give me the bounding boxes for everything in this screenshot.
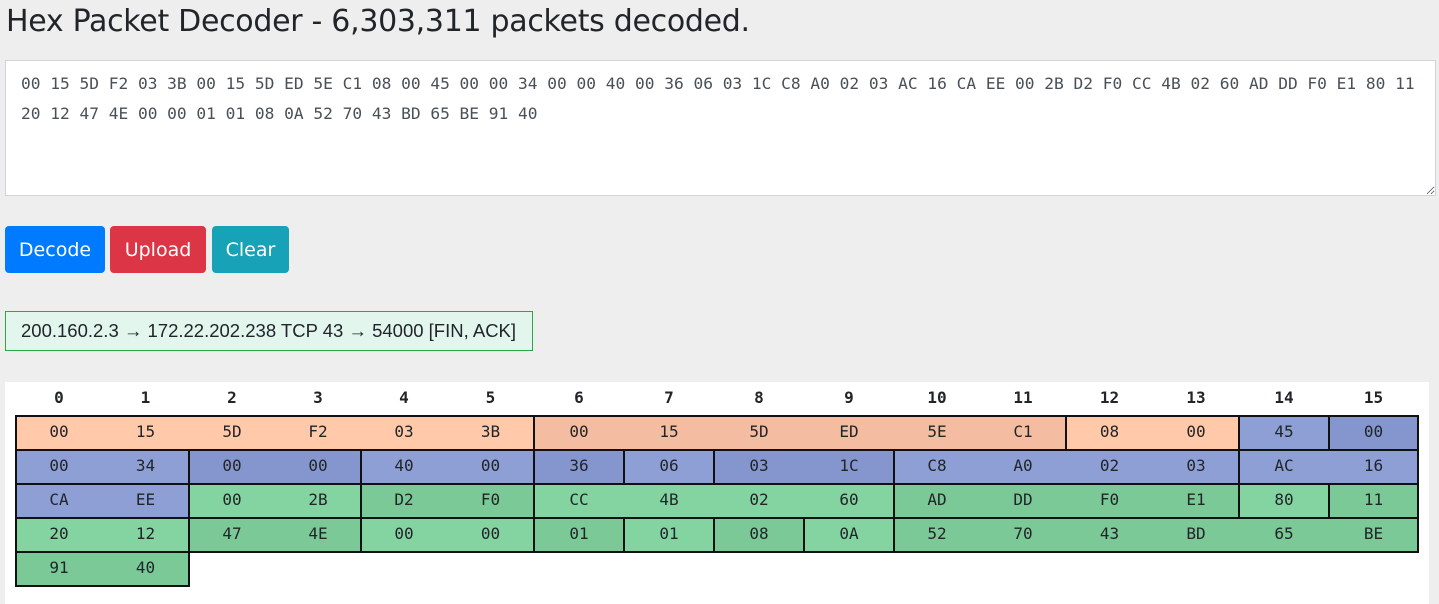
hex-input[interactable]: 00 15 5D F2 03 3B 00 15 5D ED 5E C1 08 0… bbox=[5, 60, 1436, 196]
column-header: 1 bbox=[140, 388, 151, 407]
hex-byte-cell[interactable]: C1 bbox=[980, 416, 1066, 450]
hex-byte-cell[interactable]: 91 bbox=[16, 552, 102, 586]
column-header: 12 bbox=[1099, 388, 1120, 407]
hex-byte-cell[interactable]: F0 bbox=[1066, 484, 1153, 518]
hex-byte-cell[interactable]: 16 bbox=[1329, 450, 1418, 484]
hex-byte-cell[interactable]: BD bbox=[1153, 518, 1239, 552]
hex-byte-cell[interactable]: E1 bbox=[1153, 484, 1239, 518]
hex-byte-cell[interactable]: 15 bbox=[624, 416, 714, 450]
hex-byte-cell[interactable]: 0A bbox=[804, 518, 894, 552]
hex-byte-cell[interactable]: 00 bbox=[16, 416, 102, 450]
hex-byte-cell[interactable]: AC bbox=[1239, 450, 1329, 484]
column-header: 5 bbox=[485, 388, 496, 407]
hex-byte-cell[interactable]: 5D bbox=[189, 416, 275, 450]
hex-byte-cell[interactable]: F0 bbox=[447, 484, 534, 518]
decode-button[interactable]: Decode bbox=[5, 226, 105, 273]
page-title: Hex Packet Decoder - 6,303,311 packets d… bbox=[6, 4, 750, 39]
hex-byte-cell[interactable]: 00 bbox=[534, 416, 624, 450]
hex-byte-cell[interactable]: 00 bbox=[189, 484, 275, 518]
hex-byte-cell[interactable]: 00 bbox=[1329, 416, 1418, 450]
hex-byte-cell[interactable]: 00 bbox=[361, 518, 447, 552]
column-header: 13 bbox=[1186, 388, 1206, 407]
hex-byte-cell[interactable]: 20 bbox=[16, 518, 102, 552]
hex-byte-cell[interactable]: 40 bbox=[361, 450, 447, 484]
hex-byte-cell[interactable]: 03 bbox=[361, 416, 447, 450]
hex-byte-cell[interactable]: 06 bbox=[624, 450, 714, 484]
column-header: 0 bbox=[54, 388, 64, 407]
hex-byte-cell[interactable]: 02 bbox=[1066, 450, 1153, 484]
column-header: 4 bbox=[399, 388, 409, 407]
hex-byte-cell[interactable]: 00 bbox=[447, 518, 534, 552]
upload-button[interactable]: Upload bbox=[110, 226, 206, 273]
hex-byte-cell[interactable]: D2 bbox=[361, 484, 447, 518]
hex-byte-cell[interactable]: 5D bbox=[714, 416, 804, 450]
hex-byte-cell[interactable]: 00 bbox=[1153, 416, 1239, 450]
hex-byte-cell[interactable]: BE bbox=[1329, 518, 1418, 552]
hex-byte-cell[interactable]: 43 bbox=[1066, 518, 1153, 552]
hex-byte-cell[interactable]: EE bbox=[102, 484, 189, 518]
hex-byte-cell[interactable]: 01 bbox=[534, 518, 624, 552]
hex-byte-cell[interactable]: 4E bbox=[275, 518, 361, 552]
hex-byte-cell[interactable]: ED bbox=[804, 416, 894, 450]
column-header: 11 bbox=[1013, 388, 1033, 407]
hex-byte-cell[interactable]: 36 bbox=[534, 450, 624, 484]
hex-byte-cell[interactable]: 40 bbox=[102, 552, 189, 586]
hex-byte-cell[interactable]: 15 bbox=[102, 416, 189, 450]
hex-byte-cell[interactable]: F2 bbox=[275, 416, 361, 450]
hex-byte-cell[interactable]: 70 bbox=[980, 518, 1066, 552]
clear-button[interactable]: Clear bbox=[212, 226, 289, 273]
hex-byte-cell[interactable]: 08 bbox=[714, 518, 804, 552]
hex-byte-cell[interactable]: 00 bbox=[16, 450, 102, 484]
hex-byte-cell[interactable]: CC bbox=[534, 484, 624, 518]
packet-summary: 200.160.2.3 → 172.22.202.238 TCP 43 → 54… bbox=[5, 311, 533, 351]
hex-byte-cell[interactable]: 60 bbox=[804, 484, 894, 518]
hex-byte-cell[interactable]: 00 bbox=[275, 450, 361, 484]
hex-byte-cell[interactable]: 45 bbox=[1239, 416, 1329, 450]
hex-byte-cell[interactable]: 00 bbox=[189, 450, 275, 484]
hex-byte-cell[interactable]: 01 bbox=[624, 518, 714, 552]
hex-byte-cell[interactable]: 08 bbox=[1066, 416, 1153, 450]
column-header: 14 bbox=[1274, 388, 1294, 407]
hex-byte-cell[interactable]: DD bbox=[980, 484, 1066, 518]
hex-byte-cell[interactable]: 03 bbox=[1153, 450, 1239, 484]
column-header: 2 bbox=[227, 388, 237, 407]
column-header: 8 bbox=[754, 388, 764, 407]
hex-byte-cell[interactable]: 52 bbox=[894, 518, 980, 552]
hex-byte-cell[interactable]: 03 bbox=[714, 450, 804, 484]
column-header: 15 bbox=[1363, 388, 1384, 407]
hex-byte-cell[interactable]: CA bbox=[16, 484, 102, 518]
hex-byte-cell[interactable]: 02 bbox=[714, 484, 804, 518]
column-header: 3 bbox=[313, 388, 323, 407]
hex-byte-cell[interactable]: A0 bbox=[980, 450, 1066, 484]
column-header: 10 bbox=[927, 388, 947, 407]
hex-byte-cell[interactable]: 34 bbox=[102, 450, 189, 484]
hex-byte-cell[interactable]: 4B bbox=[624, 484, 714, 518]
hex-byte-cell[interactable]: 1C bbox=[804, 450, 894, 484]
hex-byte-cell[interactable]: 80 bbox=[1239, 484, 1329, 518]
hex-byte-cell[interactable]: 11 bbox=[1329, 484, 1418, 518]
column-header: 9 bbox=[844, 388, 854, 407]
column-header: 7 bbox=[664, 388, 674, 407]
hex-byte-cell[interactable]: C8 bbox=[894, 450, 980, 484]
hex-byte-cell[interactable]: AD bbox=[894, 484, 980, 518]
hex-byte-cell[interactable]: 5E bbox=[894, 416, 980, 450]
hex-byte-cell[interactable]: 65 bbox=[1239, 518, 1329, 552]
hex-byte-cell[interactable]: 12 bbox=[102, 518, 189, 552]
hex-byte-cell[interactable]: 3B bbox=[447, 416, 534, 450]
hex-byte-cell[interactable]: 2B bbox=[275, 484, 361, 518]
hex-byte-cell[interactable]: 47 bbox=[189, 518, 275, 552]
hex-byte-cell[interactable]: 00 bbox=[447, 450, 534, 484]
column-header: 6 bbox=[574, 388, 584, 407]
